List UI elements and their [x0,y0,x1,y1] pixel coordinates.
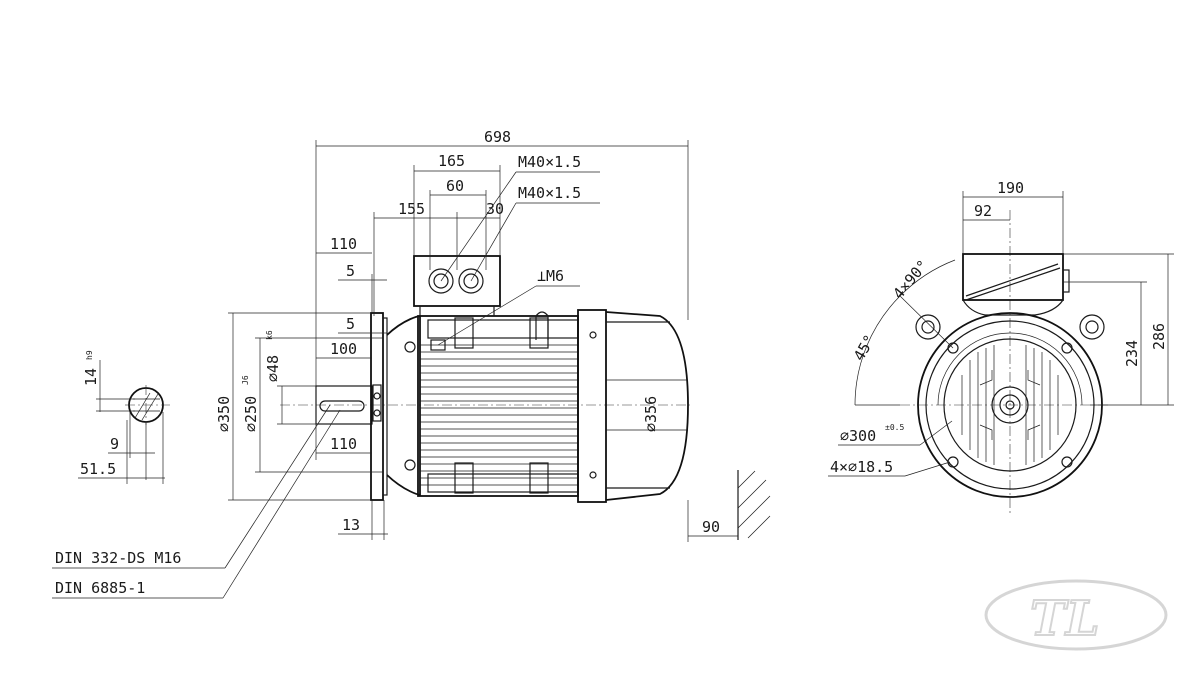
dim-housing-diameter: ⌀356 [642,396,660,432]
grille-bars [961,345,1059,465]
dim-shaft-key-height: 51.5 [80,460,116,478]
shaft [315,385,373,425]
lifting-eye-right [1079,314,1105,340]
dim-shaft-diameter: ⌀48 [264,355,282,382]
dim-box-offset: 155 [398,200,425,218]
bolt-hole-2 [1061,342,1073,354]
gland-thread-2: M40×1.5 [518,184,581,202]
dim-pcd-tol: ±0.5 [885,423,904,432]
note-key-standard: DIN 6885-1 [55,579,145,597]
dim-spigot-diameter: ⌀250 [242,396,260,432]
bolt-hole-1 [947,342,959,354]
watermark-logo: TL [984,579,1168,651]
earth-terminal [430,339,446,351]
logo-text: TL [1030,591,1099,647]
end-terminal-box [962,253,1064,301]
lifting-eye-left [915,314,941,340]
lifting-lug [535,311,549,340]
cooling-fins [420,344,578,486]
dim-shaft-length-100: 100 [330,340,357,358]
dim-flange-gap-lower: 5 [346,315,355,333]
dim-key-tol: h9 [85,350,94,360]
dim-flange-gap-top: 5 [346,262,355,280]
end-view [900,210,1110,515]
bolt-hole-4 [1061,456,1073,468]
flange-spigot [382,317,388,496]
end-dimensions: 190 92 234 286 45° 4×90° ⌀300 ±0.5 4×⌀18… [828,179,1174,477]
side-dimensions: 698 165 60 155 30 M40×1.5 M40×1.5 110 5 [52,128,738,599]
dim-gland-spacing: 30 [486,200,504,218]
dim-key-width: 14 [82,368,100,386]
earth-thread: ⊥M6 [537,267,564,285]
bolt-hole-3 [947,456,959,468]
dim-bolt-holes: 4×⌀18.5 [830,458,893,476]
dim-end-height-234: 234 [1123,340,1141,367]
dim-flange-thickness: 13 [342,516,360,534]
dim-end-offset: 92 [974,202,992,220]
dim-shaft-length-110: 110 [330,435,357,453]
dim-flange-diameter: ⌀350 [215,396,233,432]
gland-thread-1: M40×1.5 [518,153,581,171]
dim-overall-length: 698 [484,128,511,146]
cable-gland-2 [458,268,484,294]
dim-end-width: 190 [997,179,1024,197]
dim-pcd: ⌀300 [840,427,876,445]
dim-shaft-tol: k6 [265,330,274,340]
shaft-section: 14 h9 9 51.5 [78,350,170,484]
note-center-hole: DIN 332-DS M16 [55,549,181,567]
shaft-key [319,400,365,412]
dim-key-depth: 9 [110,435,119,453]
dim-bolt-angle-offset: 45° [850,332,879,364]
dim-box-center-spacing: 60 [446,177,464,195]
fan-cover [605,311,689,501]
dim-box-width: 165 [438,152,465,170]
dim-end-height-286: 286 [1150,323,1168,350]
side-view [280,255,771,540]
bearing-shield [386,314,421,497]
fan-grille [943,338,1077,472]
dim-shaft-to-flange: 110 [330,235,357,253]
dim-fan-clearance: 90 [702,518,720,536]
cable-gland-1 [428,268,454,294]
dim-spigot-tol: J6 [241,375,250,385]
fan-cover-ring [577,309,607,503]
dim-bolt-angle-spacing: 4×90° [889,256,932,302]
